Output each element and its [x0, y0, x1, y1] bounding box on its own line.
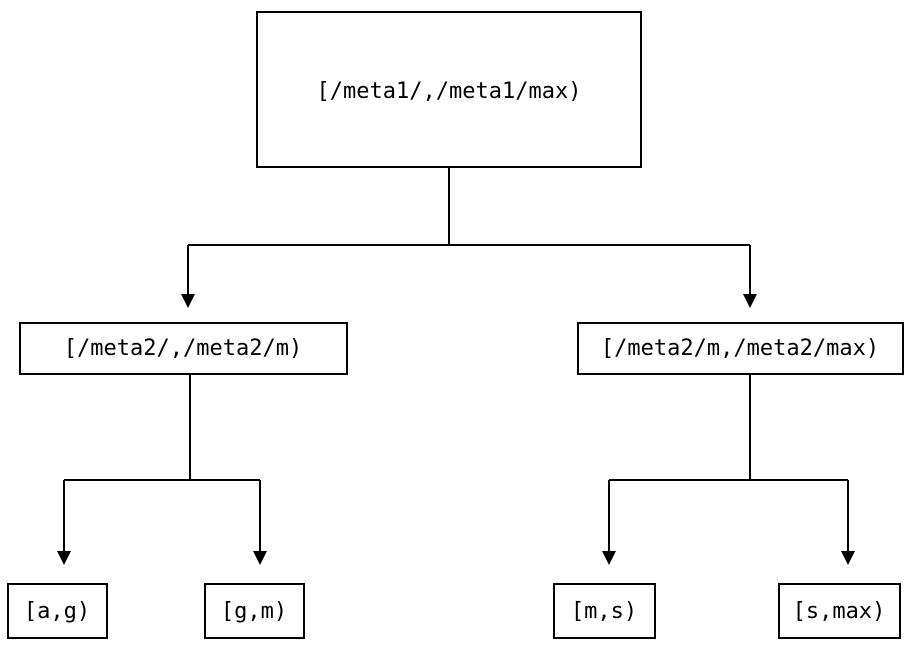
- node-mid-right[interactable]: [/meta2/m,/meta2/max): [577, 322, 904, 375]
- arrowhead-to-mid-left: [181, 294, 195, 308]
- node-leaf-4-label: [s,max): [793, 599, 886, 624]
- node-leaf-1[interactable]: [a,g): [7, 583, 108, 639]
- node-mid-left[interactable]: [/meta2/,/meta2/m): [19, 322, 348, 375]
- arrowhead-to-leaf-2: [253, 551, 267, 565]
- node-leaf-2[interactable]: [g,m): [204, 583, 305, 639]
- node-leaf-2-label: [g,m): [221, 599, 287, 624]
- node-root-box[interactable]: [256, 11, 642, 168]
- arrowhead-to-leaf-1: [57, 551, 71, 565]
- node-leaf-3-box[interactable]: [553, 583, 656, 639]
- node-leaf-3-label: [m,s): [571, 599, 637, 624]
- node-mid-left-box[interactable]: [19, 322, 348, 375]
- node-root-label: [/meta1/,/meta1/max): [317, 79, 582, 104]
- edge-midright-to-leaves-group: [602, 374, 855, 565]
- node-leaf-4[interactable]: [s,max): [778, 583, 901, 639]
- node-leaf-3[interactable]: [m,s): [553, 583, 656, 639]
- node-mid-left-label: [/meta2/,/meta2/m): [64, 336, 302, 361]
- edge-midleft-to-leaves-group: [57, 374, 267, 565]
- arrowhead-to-leaf-4: [841, 551, 855, 565]
- node-leaf-4-box[interactable]: [778, 583, 901, 639]
- node-root[interactable]: [/meta1/,/meta1/max): [256, 11, 642, 168]
- node-leaf-2-box[interactable]: [204, 583, 305, 639]
- node-mid-right-label: [/meta2/m,/meta2/max): [601, 336, 879, 361]
- node-leaf-1-box[interactable]: [7, 583, 108, 639]
- arrowhead-to-mid-right: [743, 294, 757, 308]
- edge-root-to-mid-group: [181, 167, 757, 308]
- node-leaf-1-label: [a,g): [24, 599, 90, 624]
- node-mid-right-box[interactable]: [577, 322, 904, 375]
- arrowhead-to-leaf-3: [602, 551, 616, 565]
